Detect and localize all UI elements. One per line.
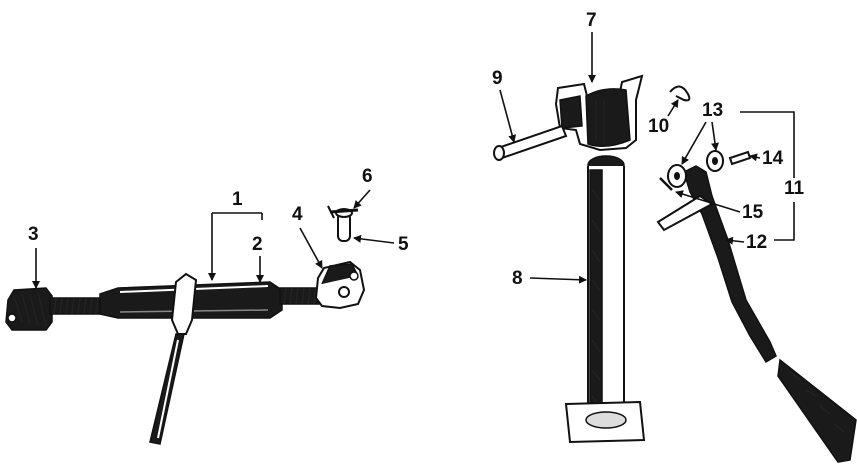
callout-14: 14 [749,148,784,169]
callout-4-label: 4 [292,204,303,225]
callout-5: 5 [353,234,409,255]
callout-1-label: 1 [232,189,243,210]
lever-pin [659,177,673,191]
callout-3: 3 [28,224,40,289]
callout-13-label: 13 [702,100,723,121]
callout-10: 10 [648,99,679,137]
callout-3-label: 3 [28,224,39,245]
left-clevis [5,287,53,331]
callout-15-label: 15 [742,202,764,223]
callout-8-label: 8 [512,268,523,289]
bracket-pin [493,124,568,161]
stand-tube [564,155,646,444]
left-threaded-rod [49,297,103,315]
callout-6-label: 6 [362,166,373,187]
callout-5-label: 5 [398,234,409,255]
callout-7: 7 [586,10,597,83]
callout-10-label: 10 [648,116,669,137]
callout-2-label: 2 [252,234,263,255]
callout-8: 8 [512,268,587,289]
callout-9-label: 9 [492,68,503,89]
callout-7-label: 7 [586,10,597,31]
right-threaded-rod [279,287,321,305]
right-yoke [314,260,366,310]
callout-4: 4 [292,204,323,269]
callout-15: 15 [675,190,764,223]
callout-11: 11 [740,111,805,241]
crank-handle [149,272,198,445]
callout-9: 9 [492,68,517,143]
callout-6: 6 [353,166,373,209]
clevis-pin [335,208,353,242]
small-pin [728,150,752,166]
callout-13: 13 [681,100,723,165]
hair-pin-clip [669,85,691,102]
washer-right [706,150,724,172]
cotter-pin [327,205,359,219]
callout-1: 1 [208,189,263,281]
lever-arm [656,165,857,463]
callout-2: 2 [252,234,264,283]
callout-14-label: 14 [762,148,784,169]
callout-12-label: 12 [746,232,767,253]
callout-12: 12 [725,232,767,253]
stand-bracket [554,74,644,152]
turnbuckle-assembly [5,260,366,445]
washer-left [667,164,687,188]
callout-11-label: 11 [784,178,805,199]
